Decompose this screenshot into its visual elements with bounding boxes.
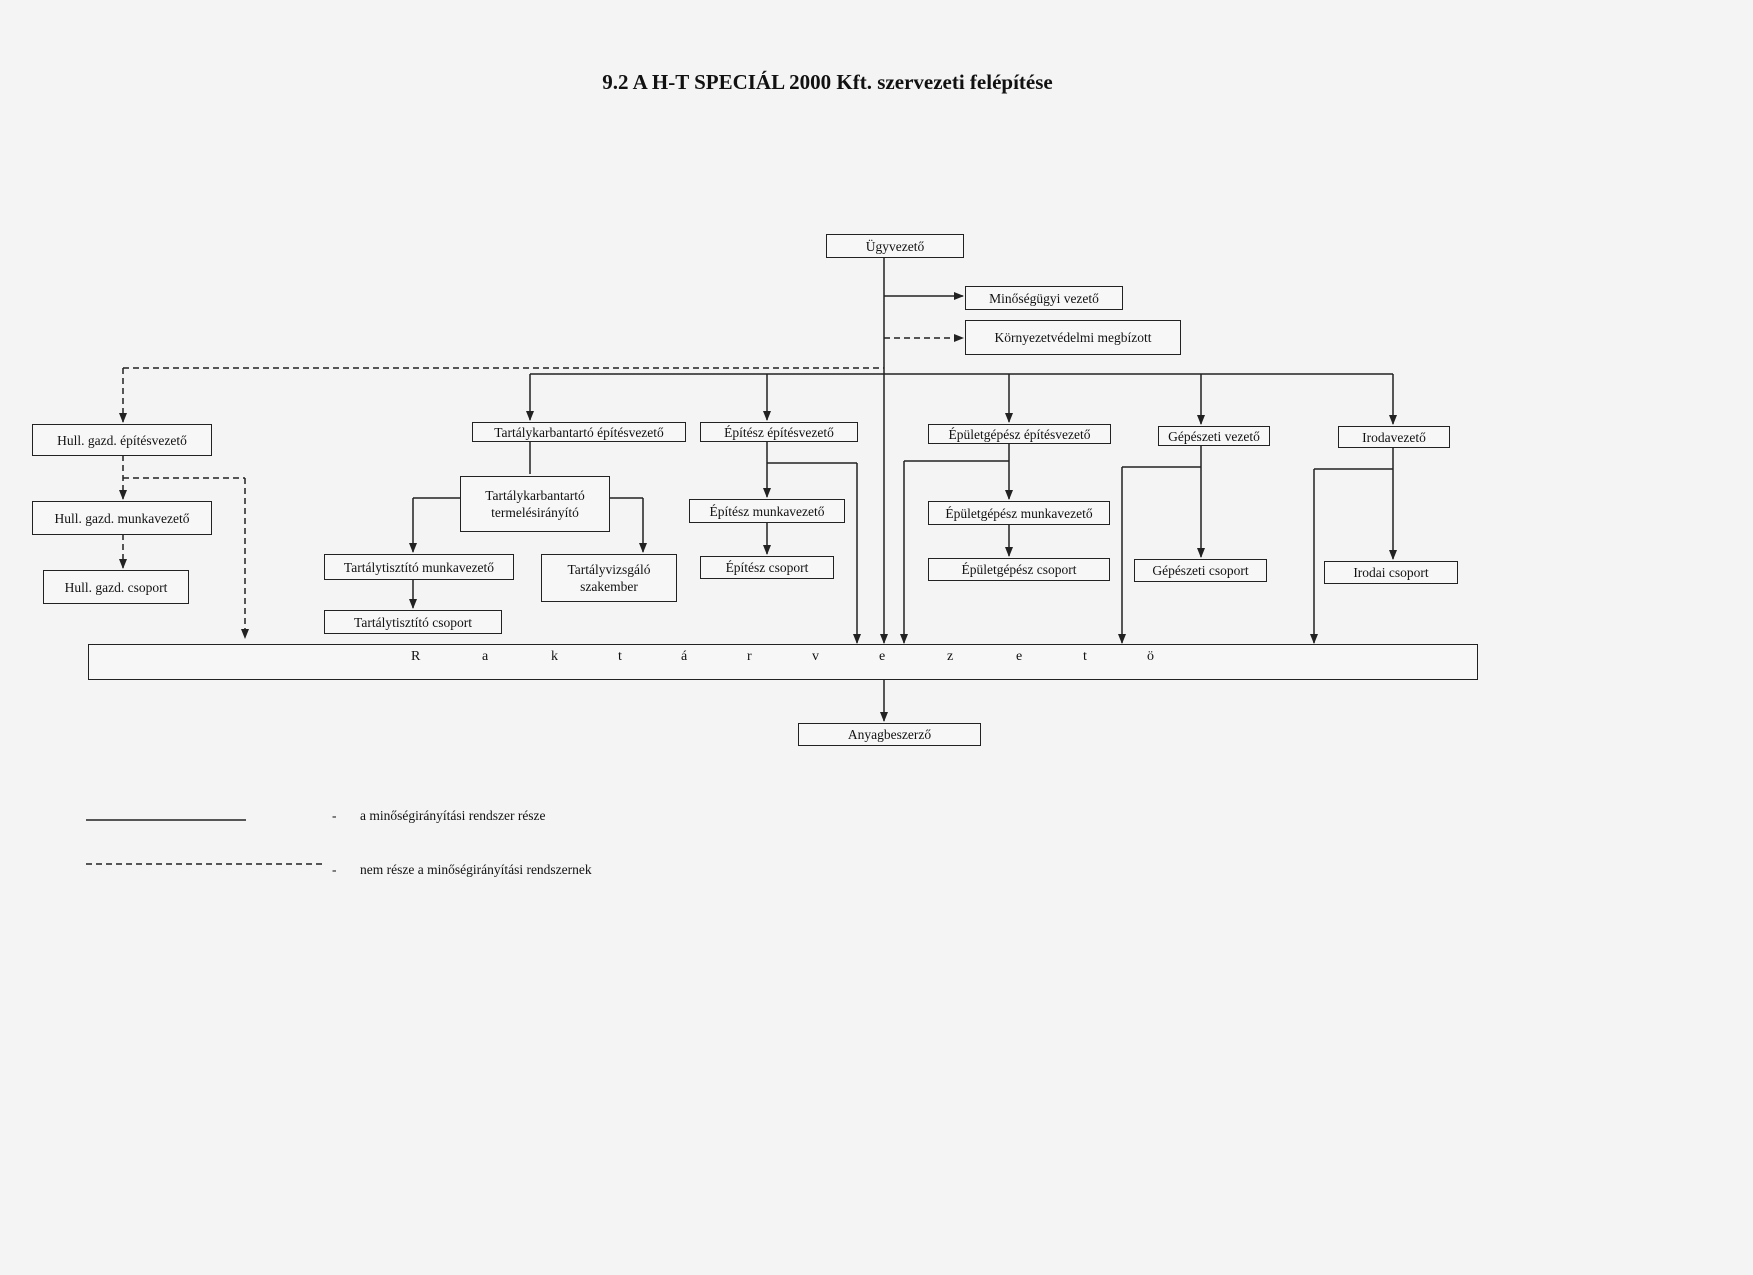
- raktarvezeto-letter: a: [482, 649, 489, 664]
- box-epuletgepesz-epitesvezeto: Épületgépész építésvezető: [928, 424, 1111, 444]
- raktarvezeto-letter: R: [411, 649, 421, 664]
- raktarvezeto-letter: v: [812, 649, 819, 664]
- box-tart-termelesiranyito: Tartálykarbantartó termelésirányító: [460, 476, 610, 532]
- raktarvezeto-letter: e: [879, 649, 886, 664]
- box-kornyezetvedelmi-megbizott: Környezetvédelmi megbízott: [965, 320, 1181, 355]
- raktarvezeto-letter: ö: [1147, 649, 1154, 664]
- box-anyagbeszerzo: Anyagbeszerző: [798, 723, 981, 746]
- box-ugyvezeto: Ügyvezető: [826, 234, 964, 258]
- raktarvezeto-letter: t: [1083, 649, 1087, 664]
- box-hull-epitesvezeto: Hull. gazd. építésvezető: [32, 424, 212, 456]
- legend-dashed-text: nem része a minőségirányítási rendszerne…: [360, 862, 592, 877]
- box-epuletgepesz-csoport: Épületgépész csoport: [928, 558, 1110, 581]
- box-epitesz-csoport: Építész csoport: [700, 556, 834, 579]
- raktarvezeto-letter: z: [947, 649, 954, 664]
- box-hull-csoport: Hull. gazd. csoport: [43, 570, 189, 604]
- box-tart-tisztito-munkavezeto: Tartálytisztító munkavezető: [324, 554, 514, 580]
- box-irodai-csoport: Irodai csoport: [1324, 561, 1458, 584]
- box-irodavezeto: Irodavezető: [1338, 426, 1450, 448]
- box-tart-tisztito-csoport: Tartálytisztító csoport: [324, 610, 502, 634]
- page-title: 9.2 A H-T SPECIÁL 2000 Kft. szervezeti f…: [602, 70, 1053, 94]
- box-minosegugyi-vezeto: Minőségügyi vezető: [965, 286, 1123, 310]
- box-raktarvezeto: R a k t á r v e z e t ö: [88, 644, 1478, 680]
- raktarvezeto-letter: á: [681, 649, 688, 664]
- box-hull-munkavezeto: Hull. gazd. munkavezető: [32, 501, 212, 535]
- legend-dashed-dash: -: [332, 862, 337, 877]
- box-epitesz-munkavezeto: Építész munkavezető: [689, 499, 845, 523]
- raktarvezeto-letter: r: [747, 649, 752, 664]
- raktarvezeto-letter: k: [551, 649, 558, 664]
- raktarvezeto-letter: e: [1016, 649, 1023, 664]
- legend-solid-text: a minőségirányítási rendszer része: [360, 808, 546, 823]
- box-gepeszeti-vezeto: Gépészeti vezető: [1158, 426, 1270, 446]
- box-tart-vizsgalo: Tartályvizsgáló szakember: [541, 554, 677, 602]
- box-epitesz-epitesvezeto: Építész építésvezető: [700, 422, 858, 442]
- box-tart-epitesvezeto: Tartálykarbantartó építésvezető: [472, 422, 686, 442]
- legend-solid-dash: -: [332, 808, 337, 823]
- box-epuletgepesz-munkavezeto: Épületgépész munkavezető: [928, 501, 1110, 525]
- box-gepeszeti-csoport: Gépészeti csoport: [1134, 559, 1267, 582]
- raktarvezeto-letter: t: [618, 649, 622, 664]
